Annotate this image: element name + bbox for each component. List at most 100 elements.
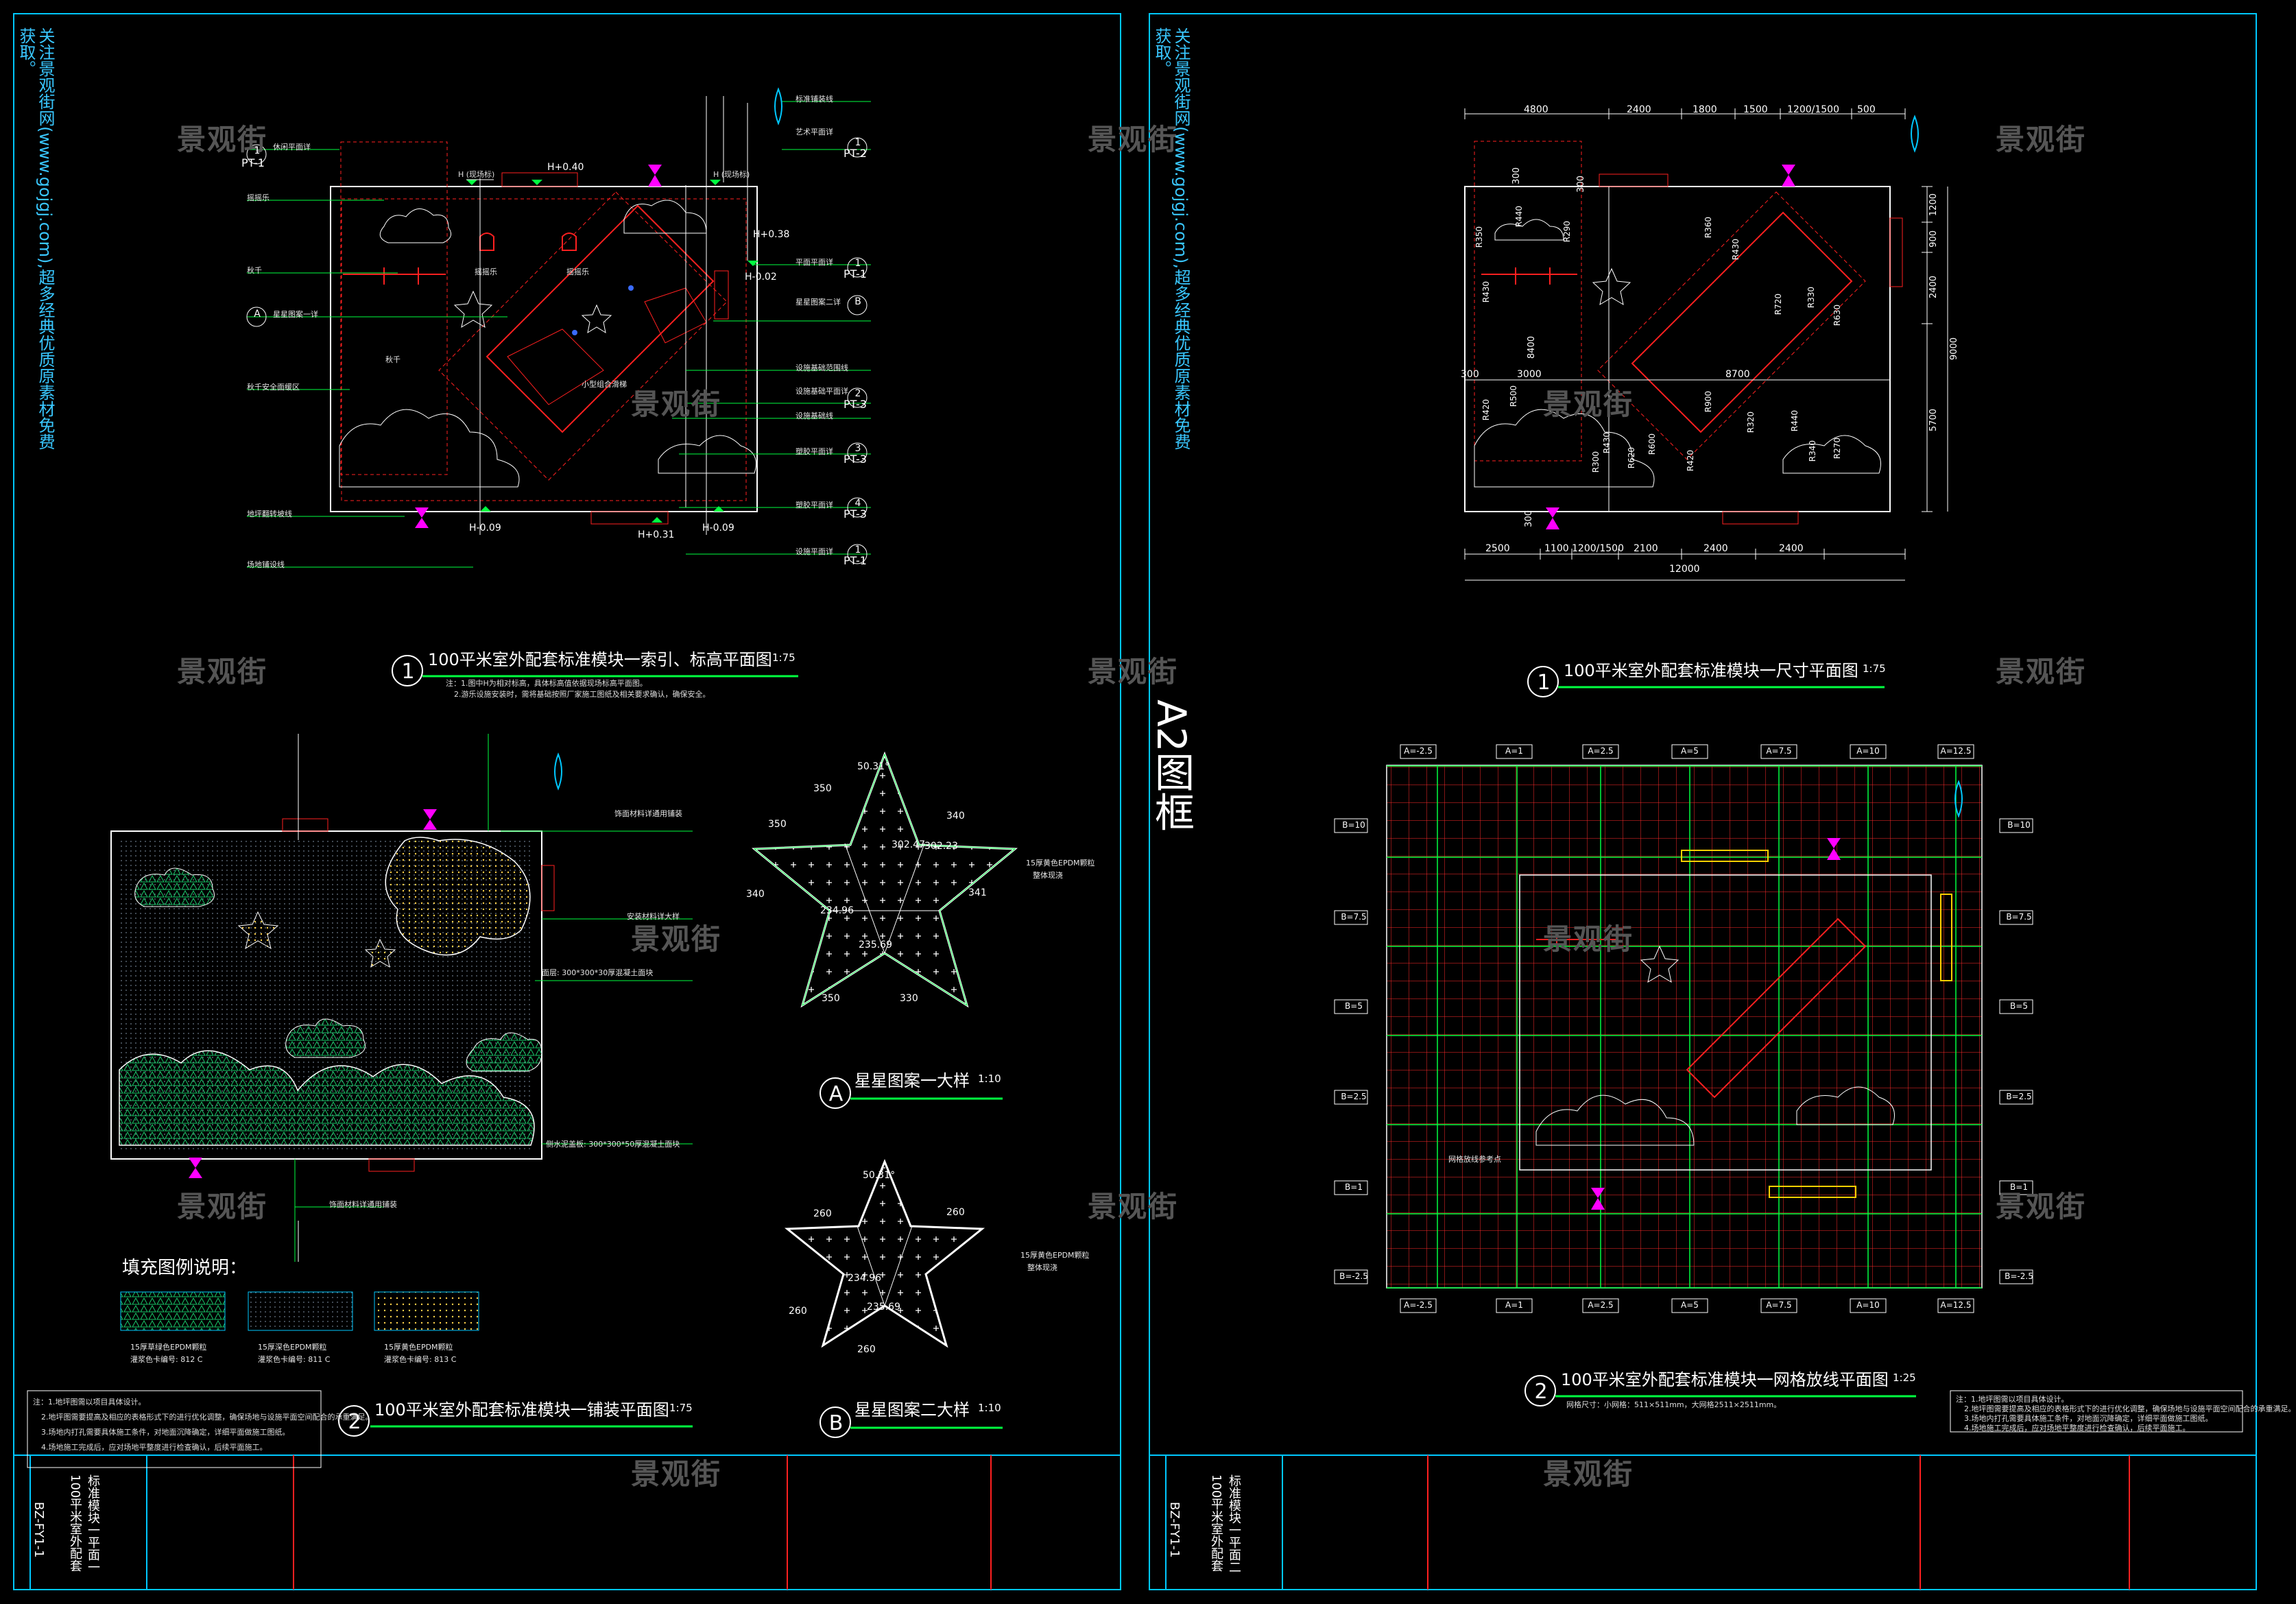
star-dim: 350 bbox=[768, 819, 787, 830]
legend-text: 灌浆色卡编号: 811 C bbox=[258, 1355, 331, 1364]
grid-axis-label: B=5 bbox=[1345, 1001, 1363, 1011]
grid-axis-label: A=12.5 bbox=[1940, 746, 1972, 756]
legend-swatches bbox=[120, 1291, 479, 1331]
title-num: 1 bbox=[1537, 671, 1551, 695]
callout-code: PT-2 bbox=[844, 147, 867, 160]
dim-top: 1500 bbox=[1743, 104, 1768, 115]
general-note: 4.场地施工完成后，应对场地平整度进行检查确认，后续平面施工。 bbox=[1964, 1424, 2190, 1433]
star-note: 整体现浇 bbox=[1033, 871, 1063, 880]
plan-label: 秋千 bbox=[247, 266, 262, 275]
callout-num: 3 bbox=[854, 443, 861, 454]
star-dim: 50.31° bbox=[857, 761, 890, 772]
paving-label: 饰面材料详通用铺装 bbox=[614, 809, 682, 818]
plan-label: 设施平面详 bbox=[796, 547, 833, 556]
grid-axis-label: A=5 bbox=[1681, 1300, 1699, 1310]
general-note: 2.地坪图需要提高及相应的表格形式下的进行优化调整，确保场地与设施平面空间配合的… bbox=[1964, 1404, 2296, 1413]
paving-label: 安装材料详大样 bbox=[627, 912, 680, 921]
detail-title: 星星图案二大样 bbox=[854, 1400, 970, 1420]
watermark: 景观街 bbox=[1088, 655, 1179, 689]
star-dim: 235.69 bbox=[867, 1302, 900, 1313]
paving-label: 饰面材料详通用铺装 bbox=[329, 1200, 397, 1209]
radius-label: R900 bbox=[1703, 391, 1713, 413]
dim-top: 2400 bbox=[1627, 104, 1651, 115]
grid-axis-label: A=-2.5 bbox=[1404, 1300, 1433, 1310]
inner-label: 摇摇乐 bbox=[475, 267, 497, 276]
radius-label: R270 bbox=[1832, 438, 1842, 459]
drawing-scale: 1:75 bbox=[772, 651, 796, 664]
radius-label: R500 bbox=[1509, 385, 1518, 407]
dim-right: 2400 bbox=[1928, 276, 1939, 299]
dim-right-total: 9000 bbox=[1949, 337, 1959, 361]
grid-axis-label: B=-2.5 bbox=[2005, 1271, 2033, 1281]
inner-label: 秋千 bbox=[385, 355, 400, 364]
callout-num: 1 bbox=[854, 137, 861, 148]
title-block-red-marks bbox=[293, 1455, 2130, 1590]
title-num: 2 bbox=[348, 1410, 361, 1434]
callout-num: 4 bbox=[854, 498, 861, 509]
dim-inner: 300 bbox=[1461, 369, 1479, 380]
plan-label: 设施基础平面详 bbox=[796, 387, 848, 396]
callout-code: PT-1 bbox=[844, 554, 867, 567]
drawing-scale: 1:75 bbox=[669, 1402, 693, 1414]
grid-axis-label: B=5 bbox=[2010, 1001, 2028, 1011]
plan-label: 场地铺设线 bbox=[247, 560, 285, 569]
grid-axis-label: B=2.5 bbox=[2006, 1092, 2032, 1101]
star-dim: 50.31° bbox=[863, 1170, 896, 1181]
paving-plan bbox=[110, 734, 693, 1262]
grid-axis-label: B=10 bbox=[1342, 820, 1365, 830]
callout-num: 2 bbox=[854, 388, 861, 399]
grid-subnote: 网格尺寸：小网格：511×511mm，大网格2511×2511mm。 bbox=[1566, 1400, 1782, 1409]
star-dim: 330 bbox=[900, 993, 918, 1004]
detail-letter: B bbox=[828, 1411, 844, 1435]
radius-label: R430 bbox=[1481, 281, 1491, 303]
radius-label: R630 bbox=[1832, 304, 1842, 326]
radius-label: R300 bbox=[1591, 451, 1601, 473]
general-note: 3.场地内打孔需要具体施工条件，对地面沉降确定，详细平面做施工图纸。 bbox=[41, 1428, 290, 1437]
elev-label: H+0.38 bbox=[753, 229, 790, 240]
grid-axis-label: A=-2.5 bbox=[1404, 746, 1433, 756]
dimension-plan bbox=[1464, 108, 1948, 581]
general-note: 2.地坪图需要提高及相应的表格形式下的进行优化调整，确保场地与设施平面空间配合的… bbox=[41, 1413, 373, 1422]
dim-top: 4800 bbox=[1524, 104, 1548, 115]
dim-inner: 3000 bbox=[1517, 369, 1542, 380]
center-label: A2图框 bbox=[1148, 699, 1195, 832]
star-dim: 302.23 bbox=[924, 841, 958, 852]
left-notes-box bbox=[27, 1390, 322, 1468]
dim-total: 12000 bbox=[1669, 564, 1700, 575]
grid-axis-label: A=7.5 bbox=[1766, 746, 1792, 756]
star-dim: 235.69 bbox=[859, 939, 892, 950]
plan-label: 平面平面详 bbox=[796, 258, 833, 267]
legend-text: 15厚草绿色EPDM颗粒 bbox=[130, 1343, 207, 1352]
callout-marker: A bbox=[254, 309, 261, 320]
radius-label: R350 bbox=[1474, 226, 1484, 248]
drawing-note: 注：1.图中H为相对标高，具体标高值依据现场标高平面图。 bbox=[446, 679, 647, 688]
drawing-scale: 1:75 bbox=[1863, 662, 1886, 675]
right-notes-box bbox=[1950, 1390, 2243, 1433]
title-block-text: 100平米室外配套 bbox=[1209, 1474, 1223, 1572]
star-dim: 340 bbox=[946, 811, 965, 822]
side-note-right: 关注景观街网(www.gojgj.com),超多经典优质原素材免费获取。 bbox=[1152, 27, 1191, 451]
callout-code: PT-1 bbox=[241, 156, 265, 169]
title-num: 2 bbox=[1534, 1380, 1548, 1404]
watermark: 景观街 bbox=[177, 1190, 268, 1223]
grid-axis-label: B=1 bbox=[2010, 1182, 2028, 1192]
general-note: 4.场地施工完成后，应对场地平整度进行检查确认，后续平面施工。 bbox=[41, 1443, 267, 1452]
inner-label: 摇摇乐 bbox=[566, 267, 589, 276]
dim-right: 5700 bbox=[1928, 409, 1939, 432]
callout-marker: B bbox=[854, 296, 861, 307]
grid-axis-label: A=7.5 bbox=[1766, 1300, 1792, 1310]
dim-inner: 300 bbox=[1524, 510, 1534, 527]
elev-label: H+0.31 bbox=[638, 529, 675, 540]
star-dim: 341 bbox=[968, 887, 987, 898]
detail-scale: 1:10 bbox=[978, 1073, 1001, 1085]
plan-label: 地坪翻转坡线 bbox=[247, 510, 292, 518]
general-note: 注：1.地坪图需以项目具体设计。 bbox=[1956, 1395, 2069, 1404]
sheet-code: BZ-FY1-1 bbox=[1167, 1502, 1182, 1558]
watermark: 景观街 bbox=[177, 123, 268, 156]
watermark: 景观街 bbox=[1996, 123, 2087, 156]
radius-label: R290 bbox=[1562, 221, 1572, 243]
star-dim: 260 bbox=[946, 1207, 965, 1218]
grid-axis-label: A=10 bbox=[1856, 746, 1880, 756]
grid-plan bbox=[1386, 765, 1983, 1289]
